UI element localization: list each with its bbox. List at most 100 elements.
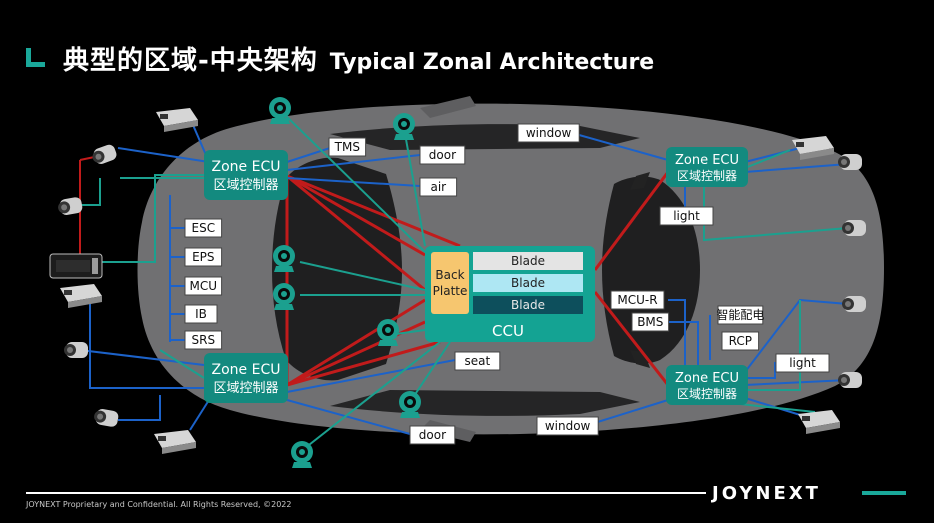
radar-icon-left bbox=[60, 284, 102, 308]
blue-link-rr-light bbox=[745, 362, 776, 379]
blue-link-window-fr bbox=[571, 132, 669, 161]
ib-label: IB bbox=[184, 304, 218, 324]
camera-icon-right-mid bbox=[842, 220, 866, 236]
gateway-box-icon bbox=[49, 253, 103, 279]
footer-copyright: JOYNEXT Proprietary and Confidential. Al… bbox=[26, 500, 292, 509]
backplate-label-2: Platte bbox=[433, 284, 468, 298]
seat-label: seat bbox=[454, 351, 501, 371]
teal-link-cam-top-2 bbox=[279, 109, 426, 253]
camera-icon-right-lower bbox=[842, 296, 866, 312]
blue-link-fl-camera bbox=[117, 147, 210, 163]
camera-icon-left-lower bbox=[64, 342, 88, 358]
interior-camera-icon-4 bbox=[273, 283, 295, 310]
door-label-bottom: door bbox=[409, 425, 456, 445]
zone-ecu-title: Zone ECU bbox=[675, 153, 739, 168]
door-label-top-text: door bbox=[429, 148, 456, 162]
red-link-fl-ccu-2 bbox=[286, 174, 426, 292]
mcu-r-label: MCU-R bbox=[610, 290, 665, 310]
footer-divider bbox=[26, 492, 706, 494]
blue-link-mcu-r bbox=[668, 299, 686, 372]
teal-link-cam-ccu-3 bbox=[395, 329, 426, 335]
light-label-bottom-text: light bbox=[789, 356, 816, 370]
mcu-label-text: MCU bbox=[190, 279, 218, 293]
blue-link-rl-device bbox=[189, 399, 210, 431]
interior-camera-icon-7 bbox=[291, 441, 313, 468]
red-link-rl-ccu-3 bbox=[286, 340, 441, 387]
blue-link-rl-door bbox=[286, 399, 411, 435]
air-label-text: air bbox=[430, 180, 446, 194]
seat-label-text: seat bbox=[465, 354, 491, 368]
tms-label: TMS bbox=[328, 137, 367, 157]
interior-camera-icon-3 bbox=[273, 245, 295, 272]
radar-icon-rear-right bbox=[798, 410, 840, 434]
ib-label-text: IB bbox=[195, 307, 207, 321]
zone-ecu-title: Zone ECU bbox=[675, 371, 739, 386]
backplate-label-1: Back bbox=[435, 268, 464, 282]
light-label-bottom: light bbox=[775, 353, 830, 373]
title-bracket-icon bbox=[26, 48, 45, 67]
mcu-label: MCU bbox=[184, 276, 223, 296]
teal-link-fr-right bbox=[703, 186, 849, 242]
camera-icon-front-left bbox=[92, 144, 117, 164]
zone-ecu-subtitle: 区域控制器 bbox=[677, 169, 737, 183]
esc-label: ESC bbox=[184, 218, 223, 238]
door-label-bottom-text: door bbox=[419, 428, 446, 442]
blade-3-label: Blade bbox=[511, 298, 545, 312]
teal-link-rl-camera bbox=[159, 349, 205, 379]
ccu-label: CCU bbox=[492, 322, 524, 340]
red-link-ccu-fr bbox=[593, 171, 670, 271]
window-label-top: window bbox=[517, 123, 580, 143]
teal-link-cam-top bbox=[403, 127, 426, 247]
interior-camera-icon-6 bbox=[399, 391, 421, 418]
window-label-bottom-text: window bbox=[545, 419, 591, 433]
smart-power-distribution-label-text: 智能配电 bbox=[716, 307, 764, 322]
links-layer bbox=[70, 109, 849, 453]
light-label-top: light bbox=[659, 206, 714, 226]
blue-link-fl-tms bbox=[286, 147, 331, 163]
interior-camera-icon-1 bbox=[269, 97, 291, 124]
blue-link-rl-left bbox=[89, 298, 209, 389]
teal-link-rr-right bbox=[745, 300, 801, 391]
red-link-ccu-rr bbox=[593, 291, 670, 386]
blade-1-label: Blade bbox=[511, 254, 545, 268]
smart-power-distribution-label: 智能配电 bbox=[716, 305, 764, 325]
window-label-bottom: window bbox=[536, 416, 599, 436]
radar-icon-rear-left bbox=[154, 430, 196, 454]
light-label-top-text: light bbox=[673, 209, 700, 223]
blue-link-rl-seat bbox=[286, 359, 456, 393]
zone-ecu-title: Zone ECU bbox=[212, 362, 281, 378]
blade-2-label: Blade bbox=[511, 276, 545, 290]
rcp-label: RCP bbox=[721, 331, 760, 351]
blue-link-fl-door bbox=[286, 154, 421, 171]
teal-link-gateway bbox=[100, 174, 205, 263]
teal-link-rr-device bbox=[739, 403, 816, 413]
blue-link-fr-device bbox=[744, 147, 801, 163]
radar-icon-front-left bbox=[156, 108, 198, 132]
red-link-rl-ccu bbox=[286, 298, 426, 387]
zone-ecu-title: Zone ECU bbox=[212, 159, 281, 175]
teal-link-cam-ccu-1 bbox=[299, 261, 426, 291]
teal-link-fr-upper bbox=[744, 149, 791, 169]
blue-link-rl-cam-bottom bbox=[118, 395, 161, 421]
radar-icon-front-right bbox=[792, 136, 834, 160]
blade-3 bbox=[473, 296, 583, 314]
devices-layer bbox=[49, 97, 866, 468]
eps-label: EPS bbox=[184, 247, 223, 267]
label-boxes: TMSdoorairwindowlightESCEPSMCUIBSRSMCU-R… bbox=[184, 123, 830, 445]
camera-icon-right-upper bbox=[838, 154, 862, 170]
tms-label-text: TMS bbox=[334, 140, 360, 154]
zone-ecu-subtitle: 区域控制器 bbox=[677, 387, 737, 401]
blade-2 bbox=[473, 274, 583, 292]
footer-accent-bar bbox=[862, 491, 906, 495]
red-link-fl-blade bbox=[286, 174, 461, 248]
mcu-r-label-text: MCU-R bbox=[617, 293, 657, 307]
eps-label-text: EPS bbox=[192, 250, 214, 264]
rcp-label-text: RCP bbox=[729, 334, 752, 348]
red-link-fl-ccu bbox=[286, 174, 426, 257]
